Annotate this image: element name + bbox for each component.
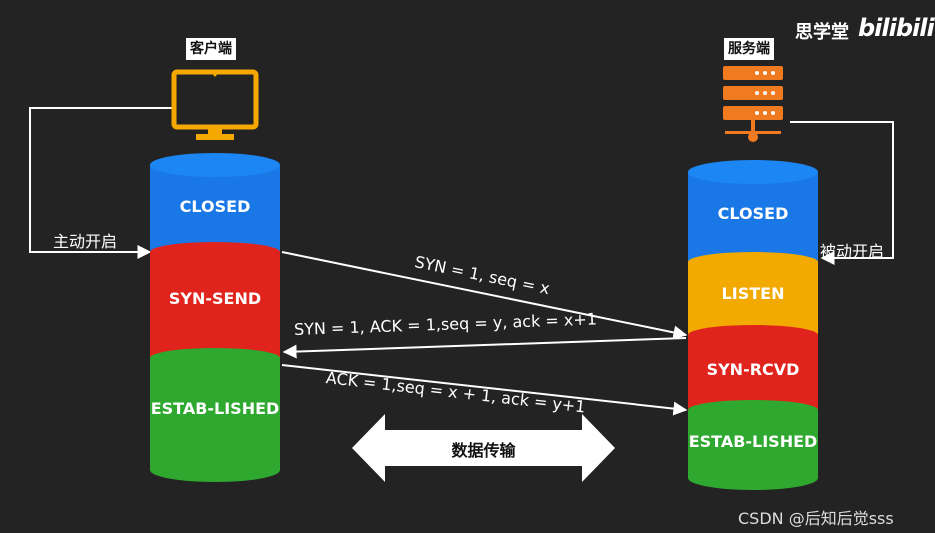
client-state-syn-send: SYN-SEND	[168, 288, 262, 308]
syn-ack-arrow	[282, 337, 687, 359]
client-open-label: 主动开启	[53, 232, 118, 251]
transfer-double-arrow	[352, 414, 615, 482]
server-title: 服务端	[724, 38, 774, 60]
server-open-line	[790, 121, 894, 265]
monitor-icon	[171, 69, 259, 140]
server-cylinder	[688, 160, 818, 490]
server-open-label: 被动开启	[820, 242, 885, 261]
client-cylinder	[150, 153, 280, 482]
transfer-label: 数据传输	[451, 441, 516, 460]
brand-name: 思学堂	[795, 22, 849, 43]
bilibili-logo: bilibili	[858, 14, 935, 42]
ack-arrow	[281, 364, 688, 416]
server-state-listen: LISTEN	[721, 283, 785, 303]
server-state-established: ESTAB-LISHED	[688, 431, 818, 451]
syn-arrow	[281, 251, 688, 340]
client-state-established: ESTAB-LISHED	[150, 398, 280, 418]
server-state-syn-rcvd: SYN-RCVD	[706, 359, 800, 379]
client-state-closed: CLOSED	[179, 196, 251, 216]
client-open-line	[29, 107, 172, 259]
server-icon	[723, 66, 783, 142]
csdn-watermark: CSDN @后知后觉sss	[738, 509, 894, 528]
client-title: 客户端	[186, 38, 236, 60]
server-state-closed: CLOSED	[717, 203, 789, 223]
